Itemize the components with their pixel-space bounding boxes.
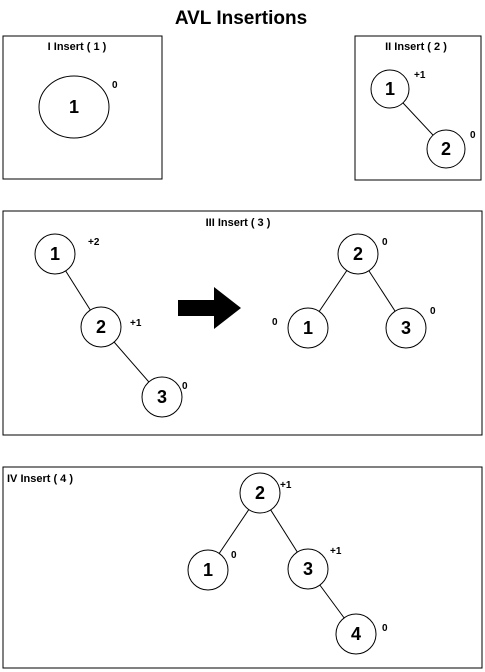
balance-factor: +2 <box>88 237 100 248</box>
balance-factor: 0 <box>231 550 237 561</box>
node-value: 1 <box>203 560 213 580</box>
node-circle <box>370 69 410 109</box>
tree-node: 2 +1 <box>80 306 142 348</box>
diagram-title: AVL Insertions <box>175 8 307 29</box>
node-circle <box>385 307 427 349</box>
node-circle <box>337 233 379 275</box>
balance-factor: 0 <box>182 381 188 392</box>
tree-node: 10 <box>187 549 237 591</box>
node-value: 4 <box>351 624 361 644</box>
node-circle <box>80 306 122 348</box>
tree-node: 30 <box>141 376 188 418</box>
node-value: 2 <box>353 244 363 264</box>
node-value: 2 <box>255 483 265 503</box>
balance-factor: 0 <box>470 130 476 141</box>
node-value: 1 <box>385 79 395 99</box>
node-circle <box>141 376 183 418</box>
tree-node: 2 +1 <box>239 472 292 514</box>
panel-4-label: IV Insert ( 4 ) <box>7 473 73 485</box>
node-circle <box>187 549 229 591</box>
balance-factor: 0 <box>272 317 278 328</box>
panel-4-frame <box>2 466 483 669</box>
panel-1-frame <box>2 35 163 180</box>
node-circle <box>38 75 110 139</box>
tree-node: 30 <box>385 306 436 349</box>
node-circle <box>335 613 377 655</box>
node-value: 1 <box>69 97 79 117</box>
edges-layer <box>54 88 447 635</box>
panel-3-label: III Insert ( 3 ) <box>206 217 271 229</box>
tree-node: 20 <box>337 233 388 275</box>
right-arrow-icon <box>178 287 241 329</box>
tree-node: 1 +2 <box>34 233 100 275</box>
node-value: 3 <box>303 559 313 579</box>
tree-node: 10 <box>38 75 118 139</box>
node-value: 3 <box>157 387 167 407</box>
node-circle <box>239 472 281 514</box>
node-value: 3 <box>401 318 411 338</box>
balance-factor: 0 <box>382 623 388 634</box>
node-circle <box>34 233 76 275</box>
node-value: 2 <box>441 139 451 159</box>
node-circle <box>426 129 466 169</box>
panel-2-label: II Insert ( 2 ) <box>385 41 447 53</box>
panel-1-label: I Insert ( 1 ) <box>48 41 107 53</box>
balance-factor: +1 <box>414 70 426 81</box>
panel-2-frame <box>354 35 482 181</box>
balance-factor: +1 <box>330 546 342 557</box>
node-value: 1 <box>303 318 313 338</box>
node-value: 1 <box>50 244 60 264</box>
tree-node: 20 <box>426 129 476 169</box>
balance-factor: 0 <box>430 306 436 317</box>
panel-3-frame <box>2 210 483 436</box>
balance-factor: +1 <box>280 480 292 491</box>
balance-factor: +1 <box>130 318 142 329</box>
node-value: 2 <box>96 317 106 337</box>
node-circle <box>287 307 329 349</box>
tree-node: 3 +1 <box>287 546 342 590</box>
node-circle <box>287 548 329 590</box>
tree-node: 10 <box>272 307 329 349</box>
tree-node: 1 +1 <box>370 69 426 109</box>
balance-factor: 0 <box>112 80 118 91</box>
balance-factor: 0 <box>382 237 388 248</box>
